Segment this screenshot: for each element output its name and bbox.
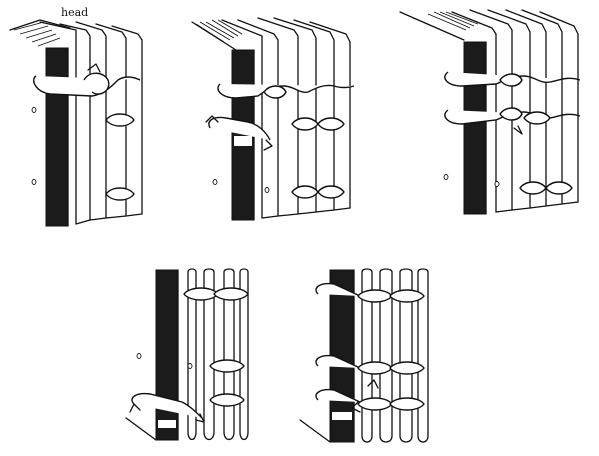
panel-4-spine xyxy=(155,269,179,441)
panel-2-spine-highlight xyxy=(234,136,252,146)
panel-3-station-hole xyxy=(443,174,449,180)
panel-3-station-hole xyxy=(494,181,500,187)
panel-5-signatures xyxy=(299,268,429,443)
panel-1-station-hole xyxy=(31,107,37,113)
panel-3-sewing-step xyxy=(399,9,581,215)
panel-4-thread xyxy=(129,287,249,423)
panel-1-head-hatching xyxy=(9,19,71,47)
panel-4-station-hole xyxy=(187,363,193,369)
panel-1-thread xyxy=(32,63,141,201)
panel-2-head-hatching xyxy=(191,19,243,51)
panel-3-head-hatching xyxy=(399,11,479,41)
panel-2-station-hole xyxy=(212,179,218,185)
panel-4-station-hole xyxy=(136,353,142,359)
head-label: head xyxy=(61,6,89,19)
panel-2-sewing-step xyxy=(191,17,355,221)
panel-3-spine xyxy=(463,41,487,215)
panel-4-sewing-step xyxy=(125,268,249,441)
panel-1-signatures xyxy=(39,21,143,227)
panel-4-spine-highlight xyxy=(158,420,176,428)
panel-1-station-hole xyxy=(31,179,37,185)
panel-3-thread xyxy=(444,71,581,195)
panel-2-station-hole xyxy=(264,187,270,193)
panel-5-sewing-step xyxy=(299,268,429,443)
panel-5-thread xyxy=(315,282,425,413)
panel-1-sewing-step xyxy=(9,19,143,227)
panel-4-signatures xyxy=(125,268,249,441)
panel-5-spine-highlight xyxy=(332,412,352,420)
panel-2-signatures xyxy=(221,17,351,221)
panel-1-spine xyxy=(45,47,69,227)
panel-2-thread xyxy=(205,83,355,199)
